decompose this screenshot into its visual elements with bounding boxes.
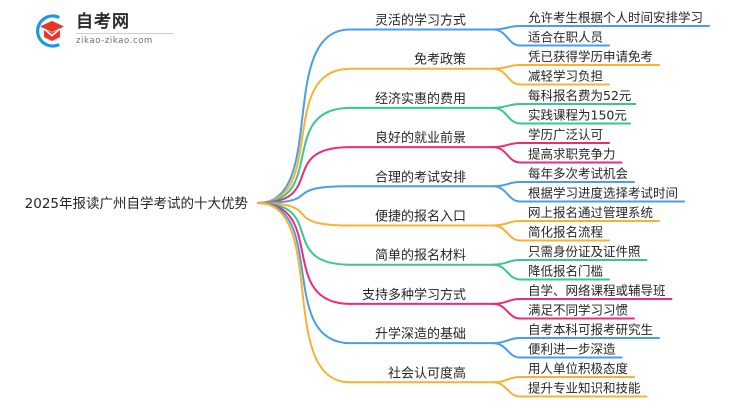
logo-text-group: 自考网 zikao-zikao.com xyxy=(76,12,176,46)
branch-label-7[interactable]: 简单的报名材料 xyxy=(375,248,466,264)
leaf-edge-2-1 xyxy=(492,64,521,70)
leaf-edge-1-2 xyxy=(492,28,521,47)
logo-mark-icon xyxy=(36,14,64,48)
logo-name-cn: 自考网 xyxy=(76,12,130,32)
leaf-label-2-1[interactable]: 凭已获得学历申请免考 xyxy=(528,49,653,64)
branch-edge-4 xyxy=(257,146,494,204)
leaf-label-3-2[interactable]: 实践课程为150元 xyxy=(528,108,627,123)
leaf-edge-8-2 xyxy=(492,302,521,320)
leaf-edge-5-2 xyxy=(492,185,521,203)
leaf-label-9-2[interactable]: 便利进一步深造 xyxy=(528,342,616,357)
branch-label-3[interactable]: 经济实惠的费用 xyxy=(375,91,466,107)
leaf-edge-7-1 xyxy=(492,259,521,266)
branch-edge-8 xyxy=(257,202,494,305)
leaf-label-7-1[interactable]: 只需身份证及证件照 xyxy=(528,244,641,259)
leaf-edge-4-2 xyxy=(492,146,521,164)
logo-domain: zikao-zikao.com xyxy=(76,36,153,46)
leaf-edge-6-1 xyxy=(492,220,521,227)
leaf-label-1-1[interactable]: 允许考生根据个人时间安排学习 xyxy=(528,10,703,25)
branch-label-4[interactable]: 良好的就业前景 xyxy=(375,130,466,146)
leaf-label-1-2[interactable]: 适合在职人员 xyxy=(528,30,603,45)
logo-cap-fold-shape xyxy=(43,28,61,37)
root-label[interactable]: 2025年报读广州自学考试的十大优势 xyxy=(25,196,248,212)
branch-edge-9 xyxy=(257,202,494,345)
branch-edge-5 xyxy=(257,185,494,204)
leaf-label-2-2[interactable]: 减轻学习负担 xyxy=(528,69,603,84)
logo-divider xyxy=(76,33,174,34)
leaf-label-3-1[interactable]: 每科报名费为52元 xyxy=(528,88,631,103)
leaf-label-5-2[interactable]: 根据学习进度选择考试时间 xyxy=(528,186,678,201)
branch-edge-3 xyxy=(257,106,494,204)
leaf-label-4-2[interactable]: 提高求职竞争力 xyxy=(528,147,616,162)
leaf-edge-7-2 xyxy=(492,263,521,281)
branch-label-5[interactable]: 合理的考试安排 xyxy=(375,169,466,185)
leaf-edge-2-2 xyxy=(492,67,521,86)
branch-label-10[interactable]: 社会认可度高 xyxy=(388,365,466,381)
leaf-edge-10-2 xyxy=(492,381,521,398)
leaf-edge-5-1 xyxy=(492,181,521,188)
branch-edge-10 xyxy=(257,202,494,384)
leaf-label-10-1[interactable]: 用人单位积极态度 xyxy=(528,361,629,376)
leaf-edge-9-1 xyxy=(492,337,521,345)
leaf-edge-1-1 xyxy=(492,25,521,31)
leaf-label-5-1[interactable]: 每年多次考试机会 xyxy=(528,166,629,181)
leaf-edge-9-2 xyxy=(492,342,521,359)
leaf-edge-4-1 xyxy=(492,142,521,149)
leaf-label-9-1[interactable]: 自考本科可报考研究生 xyxy=(528,322,653,337)
logo-arc-shape xyxy=(36,14,60,48)
leaf-label-10-2[interactable]: 提升专业知识和技能 xyxy=(528,381,641,396)
branch-label-8[interactable]: 支持多种学习方式 xyxy=(362,287,466,303)
branch-label-6[interactable]: 便捷的报名入口 xyxy=(375,209,466,225)
branch-edge-2 xyxy=(257,67,494,204)
branch-label-9[interactable]: 升学深造的基础 xyxy=(375,326,466,342)
branch-label-1[interactable]: 灵活的学习方式 xyxy=(375,13,466,29)
leaf-edge-10-1 xyxy=(492,376,521,384)
branch-edge-6 xyxy=(257,202,494,227)
leaf-edge-3-1 xyxy=(492,103,521,109)
leaf-edge-6-2 xyxy=(492,224,521,242)
leaf-label-6-1[interactable]: 网上报名通过管理系统 xyxy=(528,205,653,220)
leaf-label-7-2[interactable]: 降低报名门槛 xyxy=(528,264,603,279)
mindmap-edges xyxy=(257,25,710,398)
leaf-label-8-1[interactable]: 自学、网络课程或辅导班 xyxy=(528,283,666,298)
leaf-label-8-2[interactable]: 满足不同学习习惯 xyxy=(528,303,628,318)
branch-edge-1 xyxy=(257,28,494,204)
site-logo: 自考网 zikao-zikao.com xyxy=(28,11,178,53)
logo-cap-top-shape xyxy=(40,21,64,32)
leaf-label-6-2[interactable]: 简化报名流程 xyxy=(528,225,604,240)
leaf-edge-8-1 xyxy=(492,298,521,305)
branch-label-2[interactable]: 免考政策 xyxy=(414,52,466,68)
branch-edge-7 xyxy=(257,202,494,266)
leaf-label-4-1[interactable]: 学历广泛认可 xyxy=(528,127,603,142)
leaf-edge-3-2 xyxy=(492,106,521,125)
